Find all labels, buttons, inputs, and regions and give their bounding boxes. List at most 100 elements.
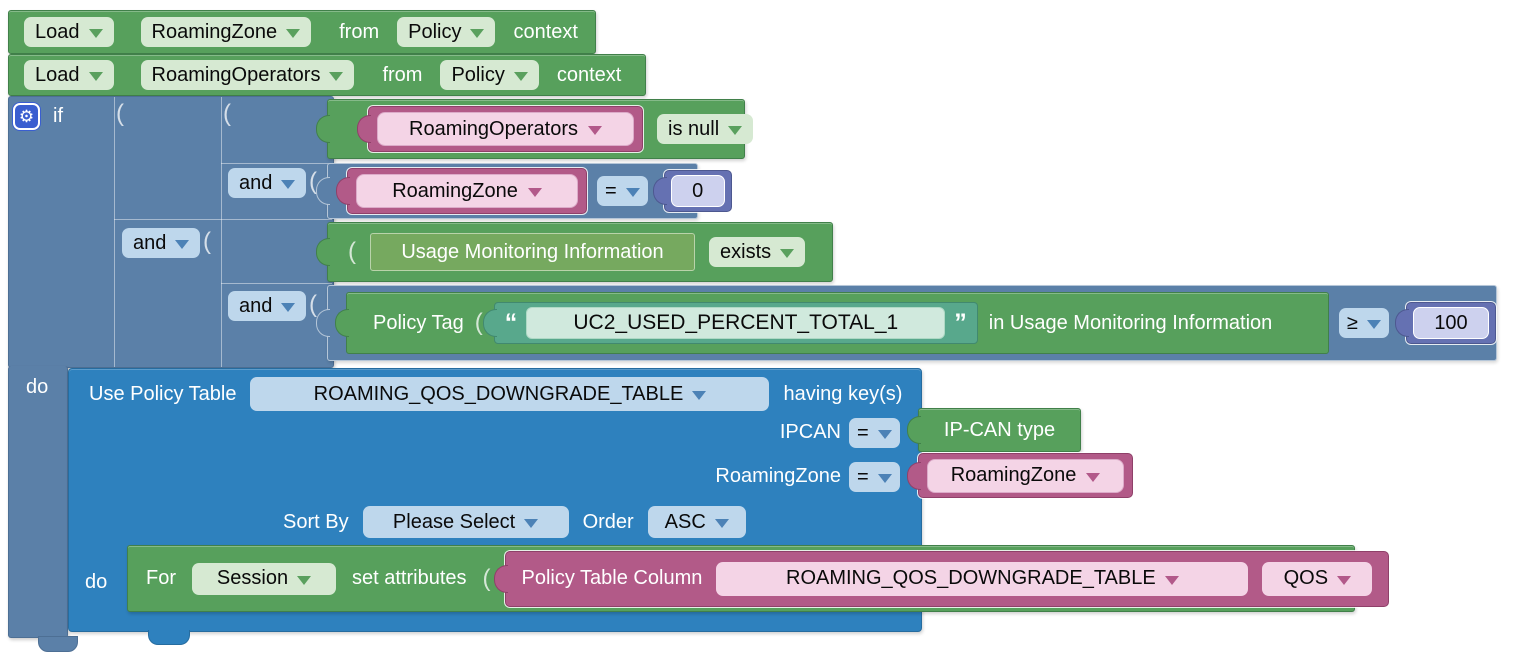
isnull-operator-dropdown[interactable]: is null bbox=[657, 114, 754, 144]
socket-icon bbox=[116, 102, 124, 126]
column-name: QOS bbox=[1283, 567, 1329, 589]
dropdown-arrow-icon bbox=[524, 519, 539, 528]
policy-table-dropdown[interactable]: ROAMING_QOS_DOWNGRADE_TABLE bbox=[250, 377, 770, 411]
for-session-block[interactable]: For Session set attributes Policy Table … bbox=[127, 545, 1390, 612]
inner-do-label: do bbox=[85, 571, 108, 593]
having-keys-label: having key(s) bbox=[783, 382, 903, 405]
variable-block[interactable]: RoamingOperators bbox=[368, 106, 643, 152]
use-policy-table-label: Use Policy Table bbox=[89, 382, 237, 405]
do-label: do bbox=[26, 376, 49, 398]
dropdown-arrow-icon bbox=[1337, 575, 1352, 585]
column-table-name: ROAMING_QOS_DOWNGRADE_TABLE bbox=[786, 567, 1156, 589]
equals-operator-dropdown[interactable]: = bbox=[597, 176, 648, 206]
and-operator-dropdown[interactable]: and bbox=[228, 291, 307, 321]
load-variable-label: RoamingZone bbox=[151, 20, 278, 43]
variable-dropdown[interactable]: RoamingZone bbox=[927, 458, 1124, 493]
ipcan-type-block[interactable]: IP-CAN type bbox=[918, 408, 1081, 452]
dropdown-arrow-icon bbox=[714, 519, 729, 528]
policy-table-column-label: Policy Table Column bbox=[521, 567, 703, 589]
number-block[interactable]: 100 bbox=[1406, 302, 1496, 344]
and-row-divider bbox=[114, 219, 332, 220]
key-roamingzone-label: RoamingZone bbox=[715, 465, 841, 487]
column-name-dropdown[interactable]: QOS bbox=[1262, 561, 1373, 596]
for-label: For bbox=[146, 567, 176, 589]
condition-isnull-block[interactable]: RoamingOperators is null bbox=[327, 99, 754, 159]
string-block[interactable]: “ UC2_USED_PERCENT_TOTAL_1 ” bbox=[493, 302, 978, 344]
and-operator-dropdown[interactable]: and bbox=[122, 228, 201, 258]
column-table-dropdown[interactable]: ROAMING_QOS_DOWNGRADE_TABLE bbox=[716, 561, 1249, 596]
policytag-membership-block[interactable]: Policy Tag “ UC2_USED_PERCENT_TOTAL_1 ” … bbox=[346, 292, 1330, 354]
number-value[interactable]: 0 bbox=[670, 175, 725, 207]
if-label: if bbox=[53, 105, 63, 127]
dropdown-arrow-icon bbox=[877, 430, 892, 439]
number-value[interactable]: 100 bbox=[1413, 307, 1489, 339]
policy-table-header: Use Policy Table ROAMING_QOS_DOWNGRADE_T… bbox=[89, 377, 902, 411]
operator-label: ≥ bbox=[1347, 311, 1358, 334]
load-variable-dropdown[interactable]: RoamingOperators bbox=[140, 60, 355, 90]
load-roamingzone-block[interactable]: Load RoamingZone from Policy context bbox=[8, 10, 596, 54]
dropdown-arrow-icon bbox=[297, 575, 312, 585]
variable-dropdown[interactable]: RoamingOperators bbox=[377, 112, 634, 146]
load-action-dropdown[interactable]: Load bbox=[24, 60, 114, 90]
operator-label: is null bbox=[668, 117, 720, 140]
dropdown-arrow-icon bbox=[88, 72, 103, 81]
load-source-dropdown[interactable]: Policy bbox=[397, 17, 496, 47]
socket-icon bbox=[309, 293, 317, 317]
dropdown-arrow-icon bbox=[470, 29, 485, 38]
operator-label: = bbox=[857, 465, 869, 488]
key-ipcan-label: IPCAN bbox=[779, 421, 841, 443]
variable-label: RoamingZone bbox=[392, 179, 518, 202]
socket-icon bbox=[203, 230, 211, 254]
dropdown-arrow-icon bbox=[1164, 575, 1179, 585]
condition-exists-block[interactable]: Usage Monitoring Information exists bbox=[327, 222, 833, 282]
dropdown-arrow-icon bbox=[88, 29, 103, 38]
variable-block[interactable]: RoamingZone bbox=[347, 168, 587, 214]
socket-icon bbox=[223, 102, 231, 126]
order-dropdown[interactable]: ASC bbox=[647, 506, 746, 538]
policy-table-bottom-tab bbox=[148, 630, 190, 645]
number-block[interactable]: 0 bbox=[663, 170, 732, 212]
usage-monitoring-label: Usage Monitoring Information bbox=[401, 240, 664, 263]
and-group-divider bbox=[221, 97, 222, 367]
dropdown-arrow-icon bbox=[587, 126, 602, 135]
operator-label: = bbox=[857, 421, 869, 444]
dropdown-arrow-icon bbox=[527, 188, 542, 197]
usage-monitoring-field[interactable]: Usage Monitoring Information bbox=[370, 233, 695, 271]
roamingzone-variable-block[interactable]: RoamingZone bbox=[918, 453, 1133, 498]
load-action-label: Load bbox=[35, 63, 80, 86]
for-target-dropdown[interactable]: Session bbox=[192, 562, 336, 595]
socket-icon bbox=[348, 240, 356, 264]
key-roamingzone-operator-dropdown[interactable]: = bbox=[849, 462, 900, 492]
gear-icon[interactable]: ⚙ bbox=[13, 103, 40, 130]
load-variable-dropdown[interactable]: RoamingZone bbox=[140, 17, 312, 47]
policy-table-column-block[interactable]: Policy Table Column ROAMING_QOS_DOWNGRAD… bbox=[504, 550, 1390, 607]
condition-policytag-block[interactable]: Policy Tag “ UC2_USED_PERCENT_TOTAL_1 ” … bbox=[327, 285, 1497, 361]
string-value-field[interactable]: UC2_USED_PERCENT_TOTAL_1 bbox=[526, 307, 946, 339]
variable-label: RoamingZone bbox=[950, 464, 1077, 486]
policytag-label: Policy Tag bbox=[373, 311, 464, 334]
from-label: from bbox=[382, 63, 423, 86]
key-ipcan-operator-dropdown[interactable]: = bbox=[849, 418, 900, 448]
dropdown-arrow-icon bbox=[175, 240, 190, 249]
context-label: context bbox=[513, 20, 578, 43]
and-label: and bbox=[133, 231, 167, 254]
exists-operator-dropdown[interactable]: exists bbox=[709, 237, 806, 267]
load-roamingoperators-block[interactable]: Load RoamingOperators from Policy contex… bbox=[8, 54, 646, 96]
operator-label: = bbox=[605, 179, 617, 202]
membership-label: in Usage Monitoring Information bbox=[988, 311, 1273, 334]
load-action-dropdown[interactable]: Load bbox=[24, 17, 114, 47]
condition-equals-block[interactable]: RoamingZone = 0 bbox=[327, 163, 732, 219]
sort-by-dropdown[interactable]: Please Select bbox=[362, 506, 569, 538]
order-label: Order bbox=[582, 510, 634, 533]
open-quote: “ bbox=[504, 308, 518, 337]
dropdown-arrow-icon bbox=[329, 72, 344, 81]
and-label: and bbox=[239, 294, 273, 317]
gte-operator-dropdown[interactable]: ≥ bbox=[1339, 308, 1389, 338]
and-operator-dropdown[interactable]: and bbox=[228, 168, 307, 198]
variable-dropdown[interactable]: RoamingZone bbox=[356, 174, 578, 208]
dropdown-arrow-icon bbox=[625, 188, 640, 197]
load-source-dropdown[interactable]: Policy bbox=[440, 60, 539, 90]
if-block-bottom-tab bbox=[38, 636, 78, 652]
and-row-divider bbox=[221, 163, 332, 164]
socket-icon bbox=[475, 311, 483, 335]
